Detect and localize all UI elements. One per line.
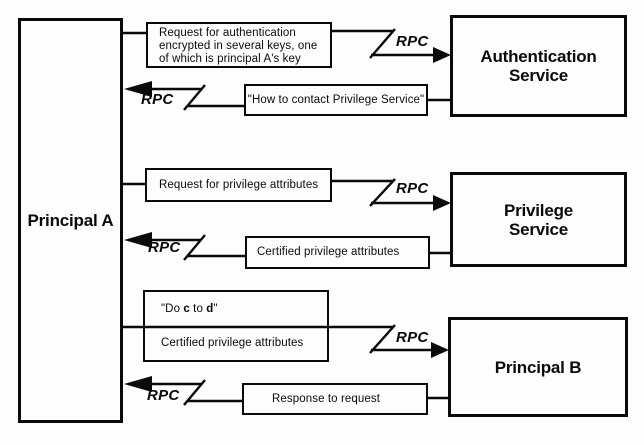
do-mid: to — [189, 302, 207, 315]
rpc-break-slash — [183, 379, 206, 406]
privilege-service-label-line2: Service — [508, 219, 569, 239]
message-line: Response to request — [272, 392, 381, 405]
message-line: encrypted in several keys, one — [159, 40, 318, 52]
message-how-to-contact-privilege-service: "How to contact Privilege Service" — [244, 84, 428, 116]
operand-c: c — [183, 302, 190, 315]
authentication-service-label-line1: Authentication — [480, 47, 597, 66]
authentication-service-box: Authentication Service — [450, 15, 627, 117]
privilege-service-label-line1: Privilege — [503, 200, 574, 220]
principal-a-box: Principal A — [18, 18, 123, 423]
message-line: "Do c to d" — [161, 303, 218, 316]
do-open: "Do — [161, 302, 184, 315]
rpc-label: RPC — [147, 387, 180, 404]
arrowhead-icon — [431, 342, 449, 358]
rpc-break-slash — [183, 234, 206, 261]
rpc-break-slash — [369, 28, 396, 59]
authentication-service-label-line2: Service — [508, 66, 569, 85]
do-close: " — [213, 302, 218, 315]
rpc-break-slash — [183, 84, 206, 111]
operand-d: d — [206, 302, 214, 315]
message-certified-privilege-attributes: Certified privilege attributes — [245, 236, 430, 269]
rpc-label: RPC — [148, 239, 181, 256]
rpc-label: RPC — [396, 329, 429, 346]
principal-b-box: Principal B — [448, 317, 628, 417]
message-line: Request for authentication — [159, 27, 296, 39]
message-request-privilege-attributes: Request for privilege attributes — [145, 168, 332, 202]
message-line: of which is principal A's key — [159, 53, 301, 65]
arrowhead-icon — [433, 195, 451, 211]
message-line: Request for privilege attributes — [159, 178, 319, 191]
rpc-label: RPC — [396, 180, 429, 197]
message-line: "How to contact Privilege Service" — [247, 93, 425, 106]
message-do-c-to-d-row: "Do c to d" — [145, 292, 327, 326]
arrowhead-icon — [433, 47, 451, 63]
message-request-authentication: Request for authentication encrypted in … — [146, 22, 332, 68]
privilege-service-box: Privilege Service — [450, 172, 627, 267]
rpc-label: RPC — [141, 91, 174, 108]
rpc-label: RPC — [396, 33, 429, 50]
message-line: Certified privilege attributes — [161, 336, 304, 349]
rpc-break-slash — [369, 324, 396, 354]
principal-b-label: Principal B — [494, 357, 582, 377]
rpc-break-slash — [369, 178, 396, 207]
principal-a-label: Principal A — [27, 211, 114, 230]
message-certified-attributes-row: Certified privilege attributes — [145, 326, 327, 360]
message-do-c-to-d-with-attributes: "Do c to d" Certified privilege attribut… — [143, 290, 329, 362]
message-response-to-request: Response to request — [242, 383, 428, 415]
message-line: Certified privilege attributes — [257, 246, 400, 258]
